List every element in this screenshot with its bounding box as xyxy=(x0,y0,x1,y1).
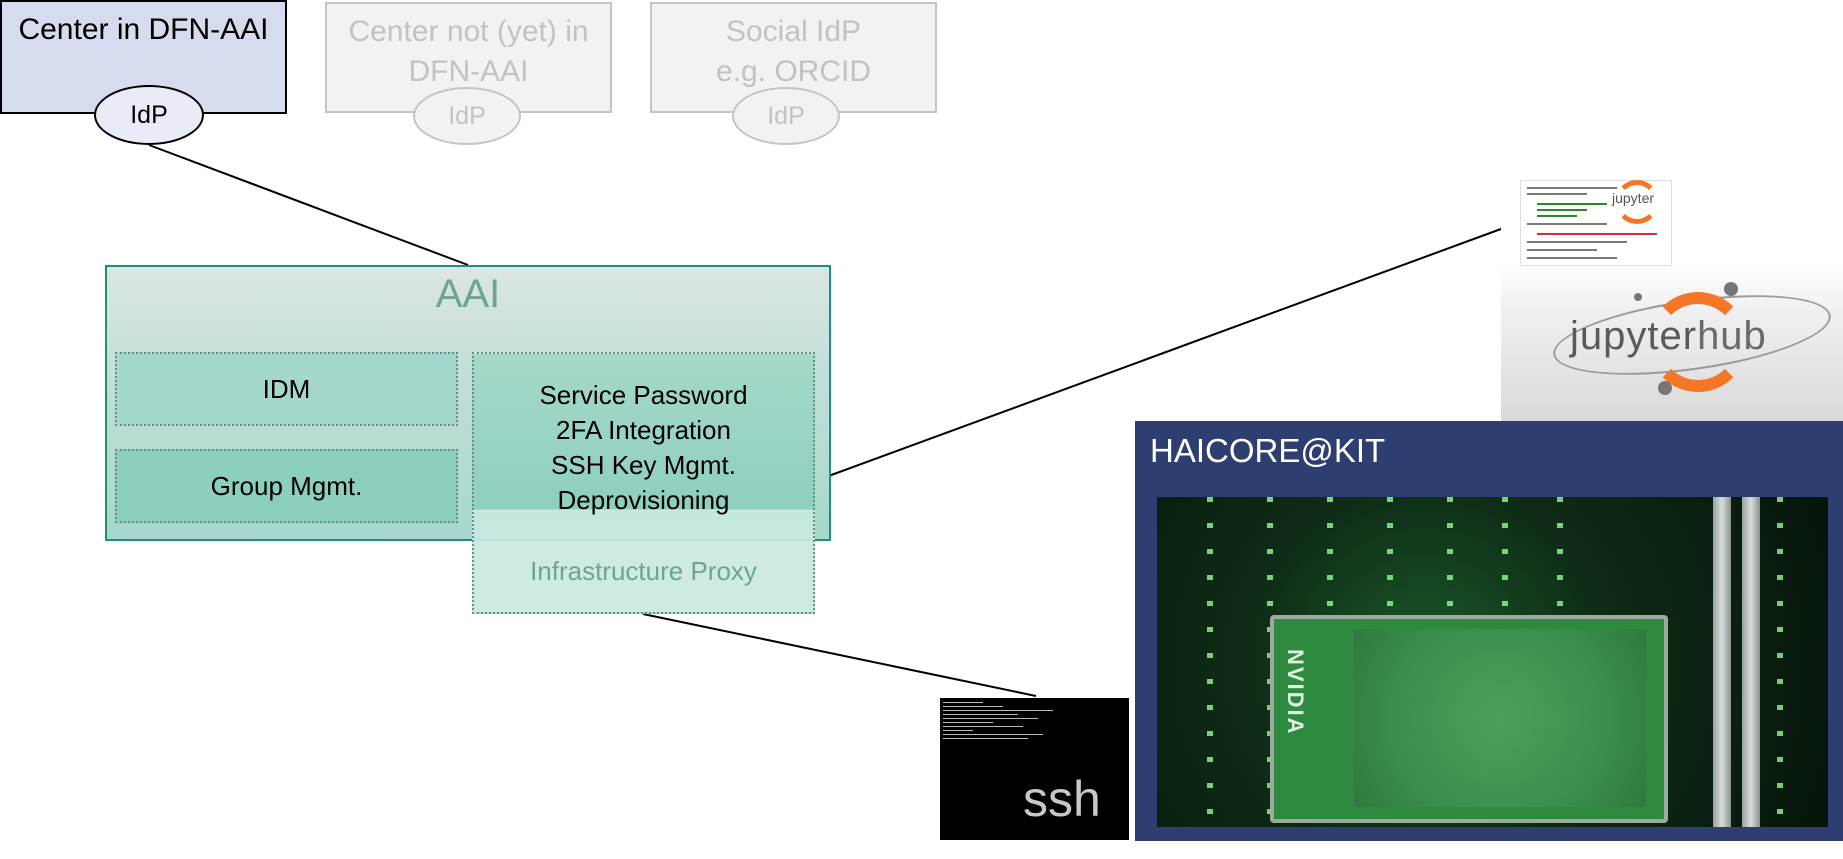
idp-badge-not-in-dfn: IdP xyxy=(413,87,521,145)
idp-badge-label: IdP xyxy=(130,100,168,129)
ssh-label: ssh xyxy=(1023,771,1101,827)
idp-label-line1: Social IdP xyxy=(725,15,862,48)
idp-badge-label: IdP xyxy=(448,101,486,130)
nvidia-logo: NVIDIA xyxy=(1283,649,1308,736)
group-mgmt-label: Group Mgmt. xyxy=(210,470,363,501)
line-idp-to-aai xyxy=(148,144,469,266)
idp-center-not-in-dfn-aai: Center not (yet) in DFN-AAI xyxy=(325,2,612,113)
idp-label-line2: DFN-AAI xyxy=(408,55,529,88)
idm-label: IDM xyxy=(262,373,311,404)
aai-title: AAI xyxy=(435,272,501,316)
idm-box: IDM xyxy=(115,352,458,426)
gpu-card: NVIDIA xyxy=(1270,615,1668,823)
service-item: Service Password xyxy=(539,380,748,410)
jupyterhub-dot-icon xyxy=(1724,282,1738,296)
infrastructure-proxy-label: Infrastructure Proxy xyxy=(530,556,757,586)
idp-badge-label: IdP xyxy=(767,101,805,130)
line-proxy-to-ssh xyxy=(642,613,1037,697)
group-mgmt-box: Group Mgmt. xyxy=(115,449,458,523)
gpu-server-photo: NVIDIA xyxy=(1157,497,1828,827)
jupyterhub-logo: jupyterhub xyxy=(1570,314,1767,359)
ssh-terminal xyxy=(940,698,1129,840)
jupyterhub-logo-part1: jupyter xyxy=(1570,314,1698,358)
gpu-face xyxy=(1354,629,1646,807)
idp-label: Center in DFN-AAI xyxy=(18,13,269,46)
idp-badge-social: IdP xyxy=(732,87,840,145)
infrastructure-proxy-box xyxy=(472,352,815,614)
idp-label-line2: e.g. ORCID xyxy=(715,55,872,88)
service-list: Service Password 2FA Integration SSH Key… xyxy=(472,378,815,518)
service-item: 2FA Integration xyxy=(556,415,731,445)
jupyterhub-dot-icon xyxy=(1634,293,1642,301)
haicore-title: HAICORE@KIT xyxy=(1150,432,1386,469)
idp-badge-dfn-aai: IdP xyxy=(94,85,204,145)
jupyterhub-dot-icon xyxy=(1658,381,1672,395)
idp-center-dfn-aai: Center in DFN-AAI xyxy=(0,0,287,114)
service-item: Deprovisioning xyxy=(557,485,730,515)
service-item: SSH Key Mgmt. xyxy=(551,450,736,480)
line-aai-to-jupyter xyxy=(814,221,1521,482)
idp-label-line1: Center not (yet) in xyxy=(348,15,589,48)
jupyter-orbit-icon xyxy=(1615,180,1659,224)
jupyterhub-logo-part2: hub xyxy=(1697,314,1767,358)
jupyter-small-logo: jupyter xyxy=(1612,190,1655,206)
